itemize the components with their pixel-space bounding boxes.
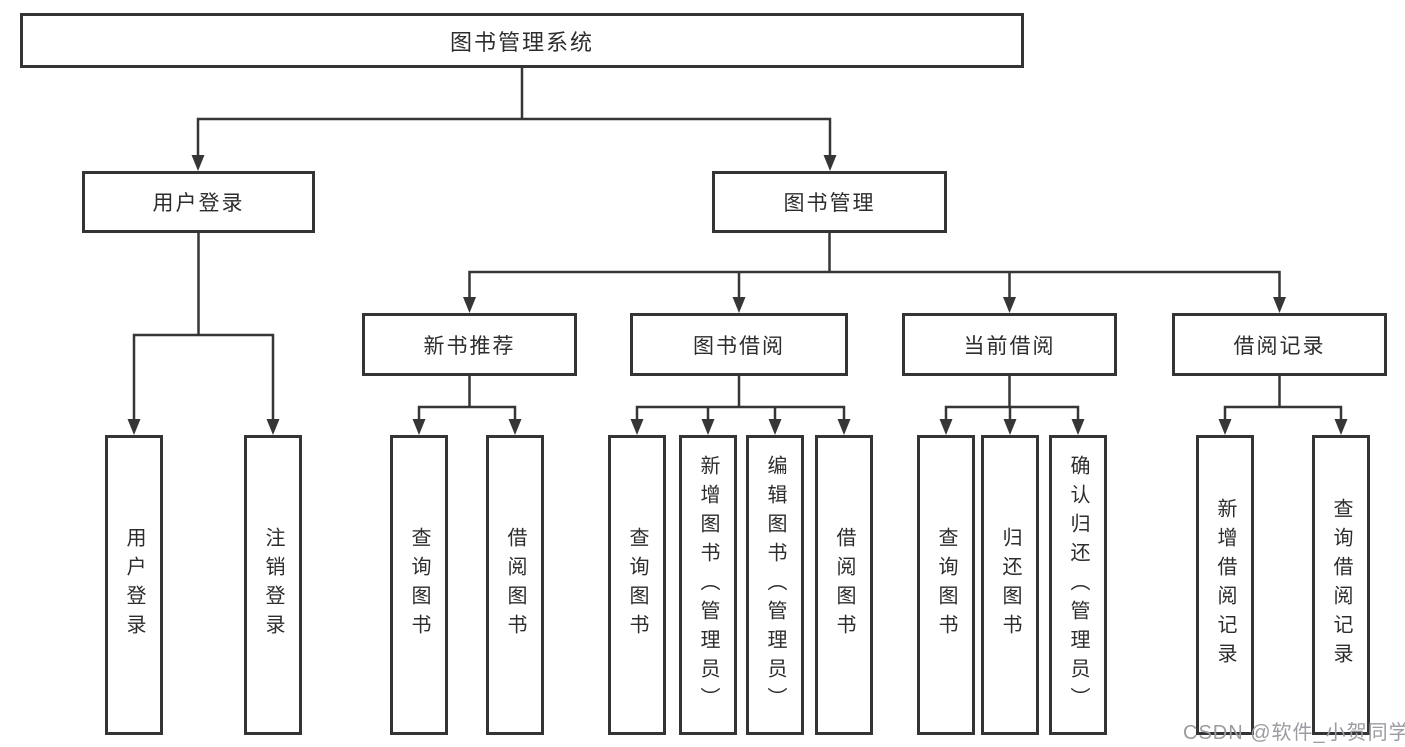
- node-root: 图书管理系统: [20, 13, 1024, 68]
- node-root-label: 图书管理系统: [449, 29, 594, 55]
- node-leaf-br-query-record: 查询借阅记录: [1312, 435, 1370, 735]
- node-leaf-nb-query-books-label: 查询图书: [408, 527, 430, 643]
- node-leaf-logout-label: 注销登录: [262, 527, 284, 643]
- node-leaf-cb-confirm-return-label: 确认归还（管理员）: [1067, 454, 1089, 716]
- node-leaf-br-query-record-label: 查询借阅记录: [1330, 498, 1352, 672]
- node-leaf-nb-borrow-books: 借阅图书: [486, 435, 544, 735]
- node-leaf-cb-query-books: 查询图书: [917, 435, 975, 735]
- node-leaf-bb-query-books-label: 查询图书: [626, 527, 648, 643]
- watermark: CSDN @软件_小贺同学: [1183, 722, 1405, 744]
- arrowheads: [127, 155, 1348, 435]
- node-leaf-nb-borrow-books-label: 借阅图书: [504, 527, 526, 643]
- node-leaf-bb-borrow-books-label: 借阅图书: [833, 527, 855, 643]
- node-leaf-logout: 注销登录: [244, 435, 302, 735]
- node-new-book-recommend-label: 新书推荐: [423, 334, 516, 358]
- node-leaf-cb-return-books-label: 归还图书: [999, 527, 1021, 643]
- node-leaf-br-add-record-label: 新增借阅记录: [1214, 498, 1236, 672]
- node-current-borrowing-label: 当前借阅: [963, 334, 1056, 358]
- node-borrowing-records: 借阅记录: [1172, 313, 1387, 376]
- node-leaf-user-login: 用户登录: [105, 435, 163, 735]
- node-leaf-bb-edit-books: 编辑图书（管理员）: [746, 435, 804, 735]
- node-leaf-bb-query-books: 查询图书: [608, 435, 666, 735]
- node-user-login: 用户登录: [82, 171, 315, 233]
- node-leaf-user-login-label: 用户登录: [123, 527, 145, 643]
- node-borrowing-records-label: 借阅记录: [1233, 334, 1326, 358]
- node-leaf-br-add-record: 新增借阅记录: [1196, 435, 1254, 735]
- node-leaf-bb-add-books-label: 新增图书（管理员）: [697, 454, 719, 716]
- node-new-book-recommend: 新书推荐: [362, 313, 577, 376]
- node-leaf-cb-confirm-return: 确认归还（管理员）: [1049, 435, 1107, 735]
- node-leaf-bb-borrow-books: 借阅图书: [815, 435, 873, 735]
- node-book-management: 图书管理: [712, 171, 947, 233]
- node-leaf-cb-return-books: 归还图书: [981, 435, 1039, 735]
- node-leaf-nb-query-books: 查询图书: [390, 435, 448, 735]
- node-leaf-bb-add-books: 新增图书（管理员）: [679, 435, 737, 735]
- node-leaf-bb-edit-books-label: 编辑图书（管理员）: [764, 454, 786, 716]
- node-user-login-label: 用户登录: [152, 192, 245, 215]
- node-leaf-cb-query-books-label: 查询图书: [935, 527, 957, 643]
- node-book-management-label: 图书管理: [783, 192, 876, 215]
- node-book-borrowing: 图书借阅: [630, 313, 848, 376]
- node-book-borrowing-label: 图书借阅: [693, 334, 785, 358]
- node-current-borrowing: 当前借阅: [902, 313, 1117, 376]
